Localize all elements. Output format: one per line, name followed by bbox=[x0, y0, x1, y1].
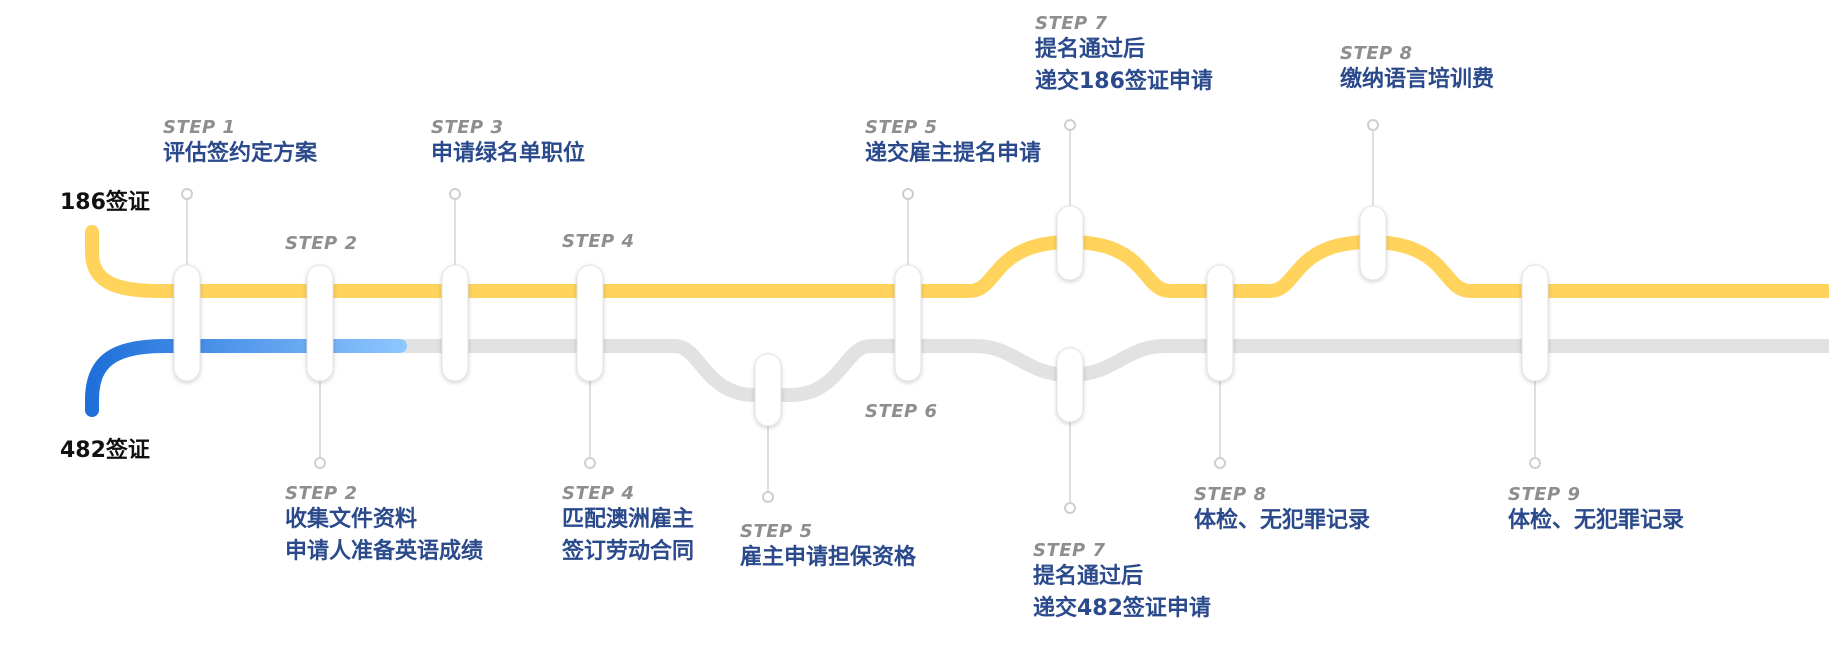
bottom-step-6: STEP 6 bbox=[865, 401, 938, 422]
step-number: STEP 8 bbox=[1194, 484, 1267, 505]
node-step5-186 bbox=[894, 264, 922, 382]
step-number: STEP 9 bbox=[1508, 484, 1581, 505]
node-step1 bbox=[173, 264, 201, 382]
step-description: 递交482签证申请 bbox=[1033, 596, 1211, 621]
step-number: STEP 4 bbox=[562, 483, 635, 504]
step-number: STEP 2 bbox=[285, 233, 358, 254]
step-description: 递交186签证申请 bbox=[1035, 69, 1213, 94]
step-description: 签订劳动合同 bbox=[562, 539, 695, 564]
step-nodes bbox=[173, 205, 1549, 427]
bottom-step-9: STEP 9 体检、无犯罪记录 bbox=[1508, 484, 1684, 537]
visa-482-label: 482签证 bbox=[60, 438, 150, 463]
step-number: STEP 8 bbox=[1340, 43, 1413, 64]
track-482-gray bbox=[398, 339, 1829, 402]
step-number: STEP 5 bbox=[740, 521, 813, 542]
top-step-5: STEP 5 递交雇主提名申请 bbox=[865, 117, 1041, 170]
node-step9 bbox=[1521, 264, 1549, 382]
step-number: STEP 1 bbox=[163, 117, 236, 138]
connectors bbox=[186, 125, 1536, 508]
node-step7-186 bbox=[1056, 205, 1084, 281]
top-step-4: STEP 4 bbox=[562, 231, 635, 252]
track-186-yellow bbox=[85, 225, 1829, 298]
step-description: 雇主申请担保资格 bbox=[740, 545, 917, 570]
node-step8 bbox=[1206, 264, 1234, 382]
step-description: 收集文件资料 bbox=[285, 507, 418, 532]
step-number: STEP 7 bbox=[1033, 540, 1106, 561]
step-description: 申请绿名单职位 bbox=[431, 141, 586, 166]
step-description: 递交雇主提名申请 bbox=[865, 141, 1042, 166]
node-step4 bbox=[576, 264, 604, 382]
visa-186-label: 186签证 bbox=[60, 190, 150, 215]
top-step-7: STEP 7 提名通过后 递交186签证申请 bbox=[1035, 13, 1213, 98]
step-description: 体检、无犯罪记录 bbox=[1508, 508, 1685, 533]
connector-dots bbox=[181, 119, 1541, 514]
top-step-2: STEP 2 bbox=[285, 233, 358, 254]
node-step3 bbox=[441, 264, 469, 382]
bottom-step-5: STEP 5 雇主申请担保资格 bbox=[740, 521, 916, 574]
step-number: STEP 7 bbox=[1035, 13, 1108, 34]
step-description: 缴纳语言培训费 bbox=[1340, 67, 1495, 92]
step-number: STEP 6 bbox=[865, 401, 938, 422]
step-number: STEP 2 bbox=[285, 483, 358, 504]
node-step5-482 bbox=[754, 353, 782, 427]
top-step-8: STEP 8 缴纳语言培训费 bbox=[1340, 43, 1494, 96]
node-step7-482 bbox=[1056, 347, 1084, 423]
bottom-step-8: STEP 8 体检、无犯罪记录 bbox=[1194, 484, 1370, 537]
node-step8-186 bbox=[1359, 205, 1387, 281]
step-number: STEP 5 bbox=[865, 117, 938, 138]
bottom-step-7: STEP 7 提名通过后 递交482签证申请 bbox=[1033, 540, 1211, 625]
step-number: STEP 3 bbox=[431, 117, 504, 138]
top-step-3: STEP 3 申请绿名单职位 bbox=[431, 117, 585, 170]
step-description: 提名通过后 bbox=[1035, 37, 1146, 62]
track-482-blue bbox=[85, 339, 407, 417]
bottom-step-2: STEP 2 收集文件资料 申请人准备英语成绩 bbox=[285, 483, 483, 568]
step-description: 评估签约定方案 bbox=[163, 141, 318, 166]
node-step2 bbox=[306, 264, 334, 382]
step-number: STEP 4 bbox=[562, 231, 635, 252]
step-description: 体检、无犯罪记录 bbox=[1194, 508, 1371, 533]
step-description: 申请人准备英语成绩 bbox=[285, 539, 484, 564]
bottom-step-4: STEP 4 匹配澳洲雇主 签订劳动合同 bbox=[562, 483, 694, 568]
step-description: 匹配澳洲雇主 bbox=[562, 507, 695, 532]
top-step-1: STEP 1 评估签约定方案 bbox=[163, 117, 317, 170]
step-description: 提名通过后 bbox=[1033, 564, 1144, 589]
